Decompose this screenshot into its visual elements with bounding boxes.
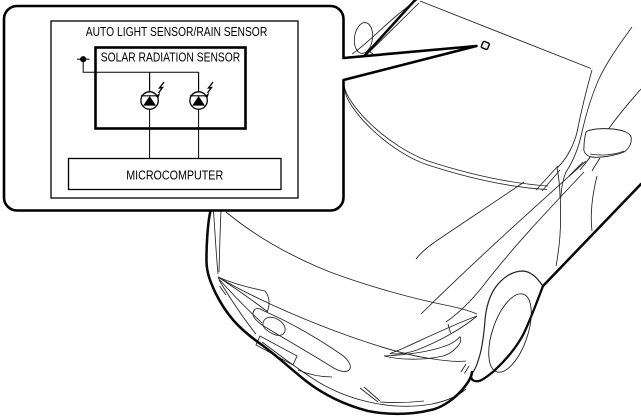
- svg-text:SOLAR RADIATION SENSOR: SOLAR RADIATION SENSOR: [101, 50, 241, 65]
- svg-text:MICROCOMPUTER: MICROCOMPUTER: [126, 168, 223, 183]
- svg-text:AUTO LIGHT SENSOR/RAIN SENSOR: AUTO LIGHT SENSOR/RAIN SENSOR: [86, 24, 268, 39]
